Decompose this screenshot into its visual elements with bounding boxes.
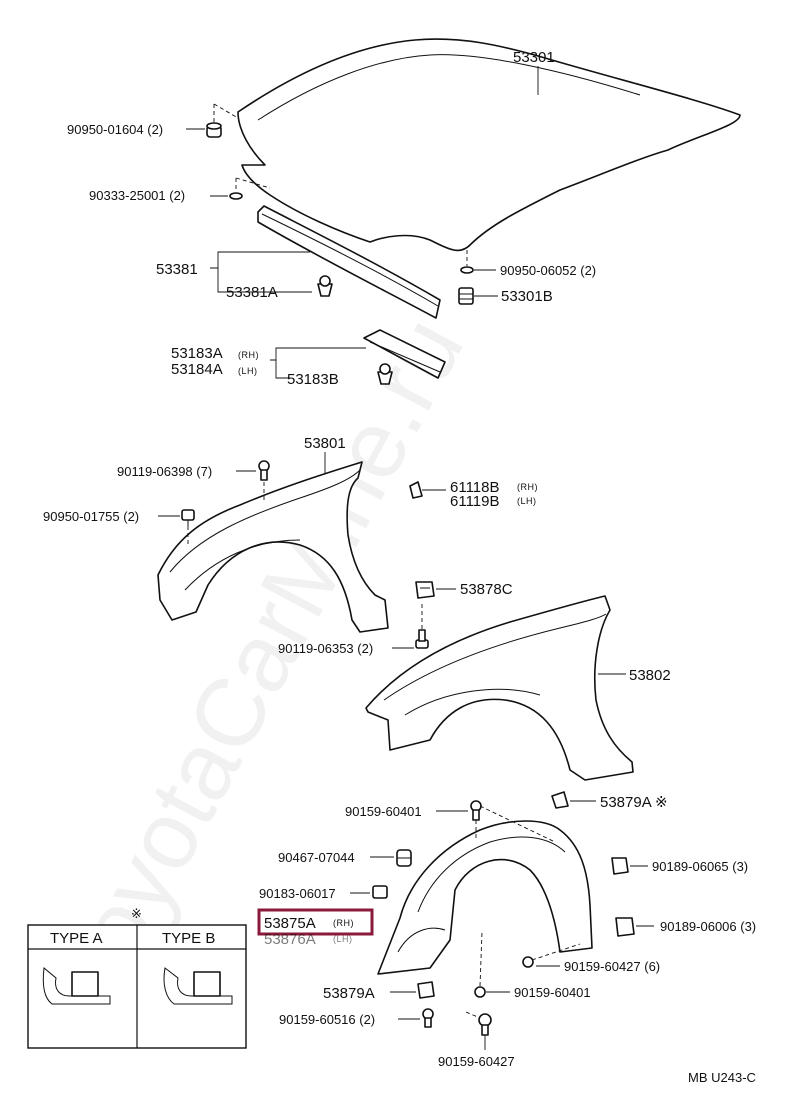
type-b-header: TYPE B	[162, 930, 215, 947]
hood-cushion-90950-01604[interactable]	[206, 122, 222, 138]
label-53184A-side: (LH)	[238, 366, 258, 376]
label-90159-60516: 90159-60516 (2)	[279, 1012, 375, 1027]
clip-90189-06065[interactable]	[611, 857, 629, 875]
label-53802: 53802	[629, 667, 671, 684]
label-90119-06353: 90119-06353 (2)	[278, 641, 373, 656]
highlight-box-53875A	[257, 908, 374, 936]
nut-53878C[interactable]	[415, 581, 435, 599]
label-61118B-side: (RH)	[517, 482, 538, 492]
diagram-code: MB U243-C	[688, 1070, 756, 1085]
fender-liner-53875A[interactable]	[377, 820, 593, 975]
label-90159-60427-6: 90159-60427 (6)	[564, 959, 660, 974]
label-53875A: 53875A	[264, 915, 316, 932]
clip-90183-06017[interactable]	[372, 885, 388, 899]
label-53381: 53381	[156, 261, 198, 278]
screw-90159-60427-6[interactable]	[522, 956, 534, 968]
label-61119B-side: (LH)	[517, 496, 537, 506]
clip-90189-06006[interactable]	[615, 917, 635, 937]
label-53875A-side: (RH)	[333, 918, 354, 928]
label-90189-06006: 90189-06006 (3)	[660, 919, 756, 934]
clip-53879A-top[interactable]	[551, 791, 569, 809]
plug-90333-25001[interactable]	[229, 192, 243, 200]
hood-53301[interactable]	[237, 38, 741, 252]
label-90159-60401-top: 90159-60401	[345, 804, 422, 819]
clip-53183B[interactable]	[377, 363, 393, 385]
bolt-90119-06398[interactable]	[258, 460, 270, 481]
label-90119-06398: 90119-06398 (7)	[117, 464, 212, 479]
label-53301B: 53301B	[501, 288, 553, 305]
label-61119B: 61119B	[450, 493, 500, 510]
clip-53879A-bottom[interactable]	[417, 981, 435, 999]
seal-53183A[interactable]	[363, 329, 446, 379]
label-53183A-side: (RH)	[238, 350, 259, 360]
clip-90467-07044[interactable]	[396, 849, 412, 867]
label-53879A: 53879A	[323, 985, 375, 1002]
fender-panel-53802[interactable]	[365, 595, 634, 781]
label-53876A: 53876A	[264, 931, 316, 948]
label-53876A-side: (LH)	[333, 934, 353, 944]
note-mark: ※	[131, 906, 142, 921]
clip-61118B[interactable]	[409, 481, 423, 499]
label-61118B: 61118B	[450, 479, 500, 496]
clip-type-table	[27, 924, 247, 1049]
label-53183B: 53183B	[287, 371, 339, 388]
type-a-header: TYPE A	[50, 930, 103, 947]
label-53183A: 53183A	[171, 345, 223, 362]
label-90189-06065: 90189-06065 (3)	[652, 859, 748, 874]
label-90950-01755: 90950-01755 (2)	[43, 509, 139, 524]
label-53184A: 53184A	[171, 361, 223, 378]
fender-panel-53801[interactable]	[157, 461, 389, 633]
screw-90159-60401-bottom[interactable]	[474, 986, 486, 998]
label-90467-07044: 90467-07044	[278, 850, 355, 865]
cushion-90950-06052[interactable]	[460, 266, 474, 274]
bumper-53301B[interactable]	[458, 287, 474, 305]
nut-90950-01755[interactable]	[181, 509, 195, 526]
hood-seal-53381[interactable]	[257, 205, 441, 319]
clip-53381A[interactable]	[317, 275, 333, 297]
label-90950-06052: 90950-06052 (2)	[500, 263, 596, 278]
label-90159-60427-bottom: 90159-60427	[438, 1054, 515, 1069]
label-53879A-top: 53879A ※	[600, 794, 668, 811]
label-90183-06017: 90183-06017	[259, 886, 336, 901]
screw-90159-60401-top[interactable]	[470, 800, 482, 821]
screw-90159-60516[interactable]	[422, 1008, 434, 1028]
label-90333-25001: 90333-25001 (2)	[89, 188, 185, 203]
label-53878C: 53878C	[460, 581, 513, 598]
label-90950-01604: 90950-01604 (2)	[67, 122, 163, 137]
screw-90159-60427-bottom[interactable]	[478, 1013, 492, 1036]
bolt-90119-06353[interactable]	[415, 629, 429, 649]
label-90159-60401-bottom: 90159-60401	[514, 985, 591, 1000]
label-53381A: 53381A	[226, 284, 278, 301]
label-53801: 53801	[304, 435, 346, 452]
label-53301: 53301	[513, 49, 555, 66]
